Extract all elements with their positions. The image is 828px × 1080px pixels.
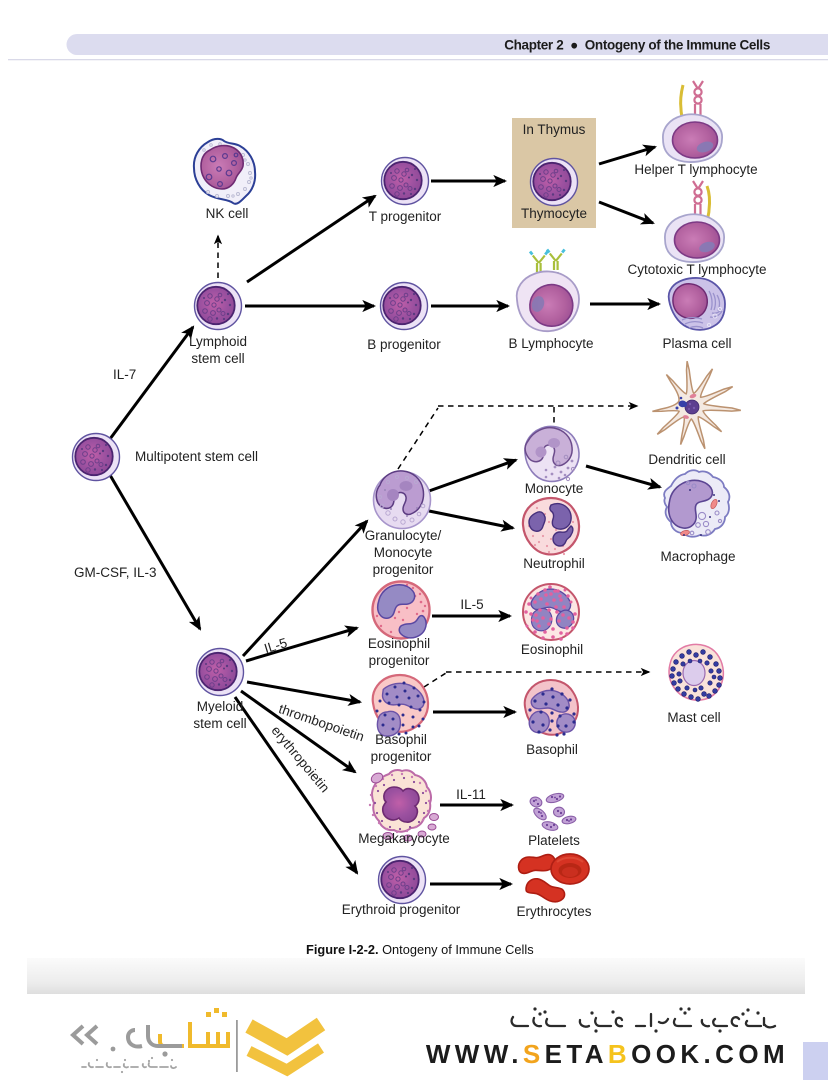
svg-text:Basophil: Basophil	[375, 732, 427, 747]
svg-text:Lymphoid: Lymphoid	[189, 334, 247, 349]
svg-text:NK cell: NK cell	[206, 206, 249, 221]
svg-text:Monocyte: Monocyte	[374, 545, 433, 560]
svg-text:Cytotoxic T lymphocyte: Cytotoxic T lymphocyte	[627, 262, 766, 277]
svg-text:Dendritic cell: Dendritic cell	[648, 452, 725, 467]
svg-text:Figure I-2-2. Ontogeny of Immu: Figure I-2-2. Ontogeny of Immune Cells	[306, 942, 534, 957]
svg-text:Eosinophil: Eosinophil	[521, 642, 583, 657]
svg-text:Granulocyte/: Granulocyte/	[365, 528, 442, 543]
svg-text:stem cell: stem cell	[193, 716, 246, 731]
svg-text:Multipotent stem cell: Multipotent stem cell	[135, 449, 258, 464]
svg-text:WWW.SETABOOK.COM: WWW.SETABOOK.COM	[426, 1039, 789, 1069]
svg-text:progenitor: progenitor	[373, 562, 434, 577]
svg-text:B progenitor: B progenitor	[367, 337, 441, 352]
svg-text:Plasma cell: Plasma cell	[662, 336, 731, 351]
svg-text:Helper T lymphocyte: Helper T lymphocyte	[634, 162, 757, 177]
svg-text:Myeloid: Myeloid	[197, 699, 244, 714]
svg-text:Platelets: Platelets	[528, 833, 580, 848]
svg-text:progenitor: progenitor	[369, 653, 430, 668]
svg-text:IL-5: IL-5	[262, 635, 289, 656]
svg-text:Megakaryocyte: Megakaryocyte	[358, 831, 450, 846]
svg-text:Erythroid progenitor: Erythroid progenitor	[342, 902, 461, 917]
svg-text:Chapter 2 ● Ontogeny of the: Chapter 2 ● Ontogeny of the Immune Cells	[504, 38, 770, 53]
svg-text:In Thymus: In Thymus	[523, 122, 586, 137]
svg-text:Mast cell: Mast cell	[667, 710, 720, 725]
svg-text:IL-11: IL-11	[456, 787, 486, 802]
svg-text:Macrophage: Macrophage	[660, 549, 735, 564]
svg-text:GM-CSF, IL-3: GM-CSF, IL-3	[74, 565, 157, 580]
svg-text:stem cell: stem cell	[191, 351, 244, 366]
svg-text:progenitor: progenitor	[371, 749, 432, 764]
svg-text:Monocyte: Monocyte	[525, 481, 584, 496]
svg-text:Thymocyte: Thymocyte	[521, 206, 587, 221]
svg-text:Erythrocytes: Erythrocytes	[516, 904, 591, 919]
svg-text:IL-7: IL-7	[113, 367, 136, 382]
svg-text:T progenitor: T progenitor	[369, 209, 442, 224]
svg-text:Neutrophil: Neutrophil	[523, 556, 585, 571]
svg-text:IL-5: IL-5	[460, 597, 483, 612]
svg-text:B Lymphocyte: B Lymphocyte	[508, 336, 593, 351]
svg-text:Basophil: Basophil	[526, 742, 578, 757]
svg-text:Eosinophil: Eosinophil	[368, 636, 430, 651]
